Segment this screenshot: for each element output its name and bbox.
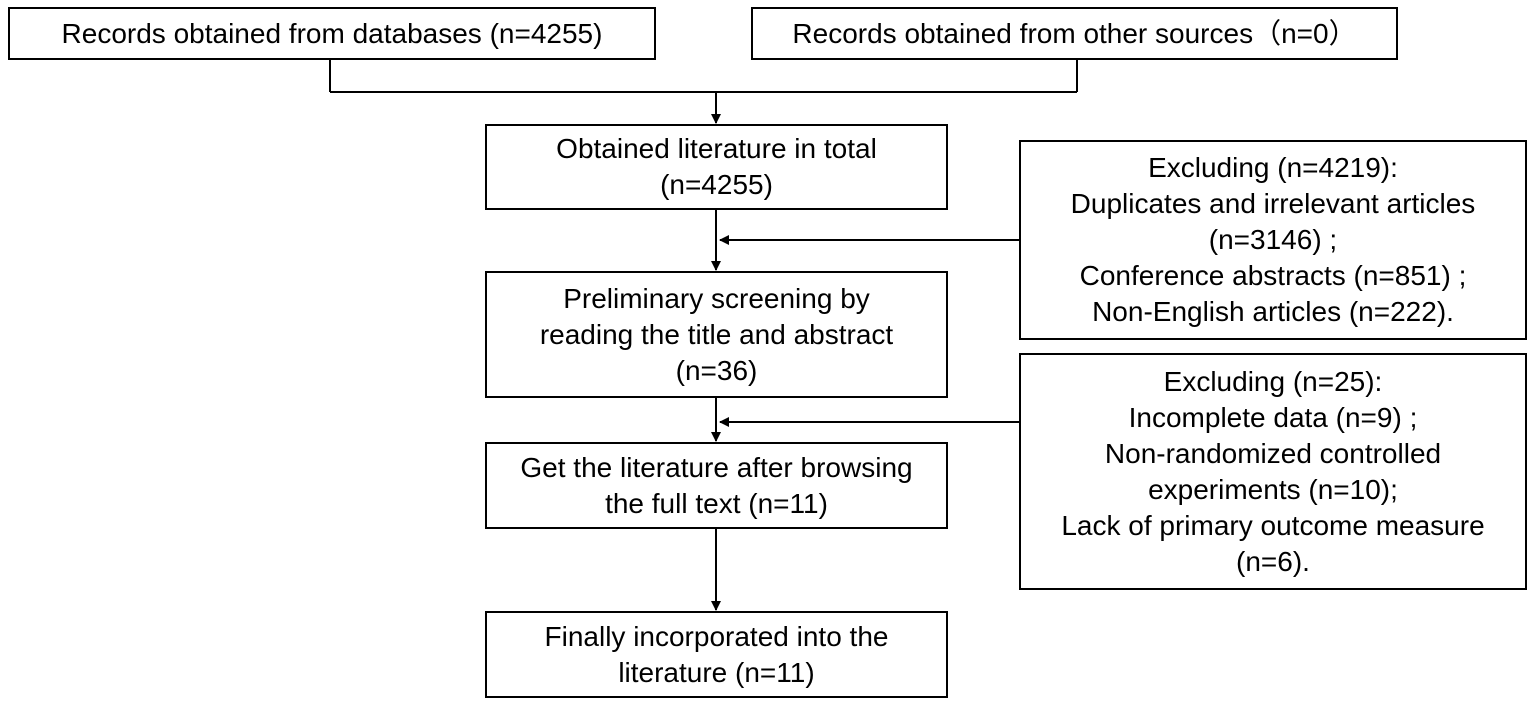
exclusion-1-line-3: (n=3146) ; <box>1208 224 1338 255</box>
exclusion-1-line-5: Non-English articles (n=222). <box>1092 296 1454 327</box>
fulltext-line-2: the full text (n=11) <box>605 487 828 519</box>
box-final-incorporated: Finally incorporated into the literature… <box>485 611 948 698</box>
box-total-literature: Obtained literature in total (n=4255) <box>485 124 948 210</box>
exclusion-2-line-3: Non-randomized controlled <box>1104 437 1442 469</box>
box-records-databases: Records obtained from databases (n=4255) <box>8 7 656 60</box>
records-databases-text: Records obtained from databases (n=4255) <box>61 17 603 49</box>
total-line-1: Obtained literature in total <box>556 133 877 164</box>
box-preliminary-screening: Preliminary screening by reading the tit… <box>485 271 948 398</box>
exclusion-2-line-6: (n=6). <box>1236 545 1310 577</box>
final-line-1: Finally incorporated into the <box>544 620 889 652</box>
records-other-text: Records obtained from other sources（n=0） <box>792 17 1357 49</box>
screening-line-3: (n=36) <box>675 354 758 386</box>
exclusion-2-line-2: Incomplete data (n=9) ; <box>1128 401 1418 433</box>
final-line-2: literature (n=11) <box>618 656 815 688</box>
total-line-2: (n=4255) <box>660 169 773 200</box>
exclusion-1-line-2: Duplicates and irrelevant articles <box>1070 188 1476 219</box>
box-fulltext-literature: Get the literature after browsing the fu… <box>485 442 948 529</box>
exclusion-2-line-1: Excluding (n=25): <box>1163 365 1383 397</box>
exclusion-2-line-4: experiments (n=10); <box>1148 473 1398 505</box>
exclusion-1-line-1: Excluding (n=4219): <box>1148 152 1398 183</box>
screening-line-2: reading the title and abstract <box>539 318 894 350</box>
screening-line-1: Preliminary screening by <box>563 282 870 314</box>
box-exclusion-2: Excluding (n=25): Incomplete data (n=9) … <box>1019 353 1527 590</box>
exclusion-2-line-5: Lack of primary outcome measure <box>1061 509 1485 541</box>
box-exclusion-1: Excluding (n=4219): Duplicates and irrel… <box>1019 140 1527 340</box>
exclusion-1-line-4: Conference abstracts (n=851) ; <box>1079 260 1467 291</box>
box-records-other-sources: Records obtained from other sources（n=0） <box>751 7 1398 60</box>
fulltext-line-1: Get the literature after browsing <box>520 451 913 483</box>
